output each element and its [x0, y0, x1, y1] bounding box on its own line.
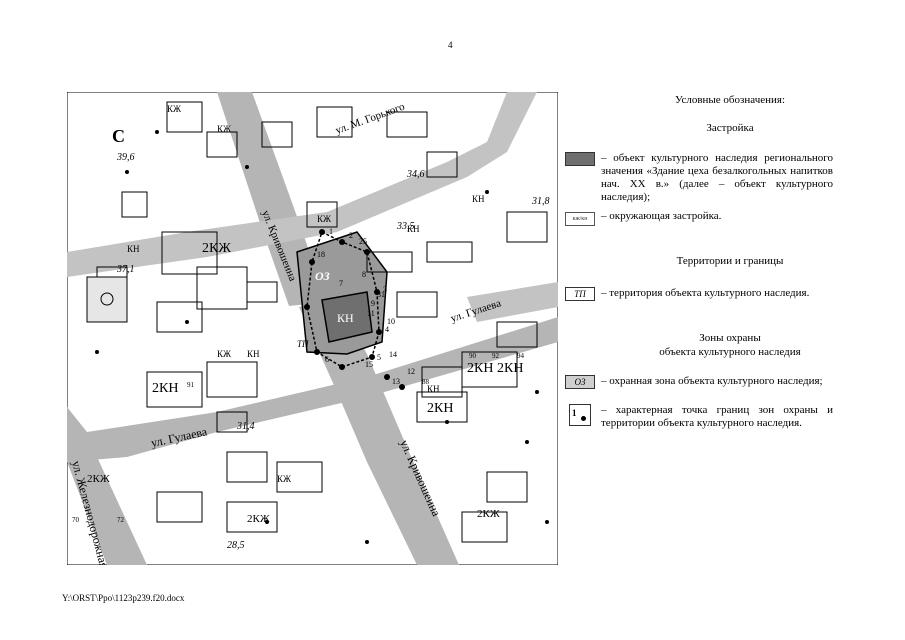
oz-label: ОЗ: [315, 269, 330, 283]
page-number: 4: [448, 40, 453, 50]
map-drawing: С 39,6 37,1 34,6 33,5 31,8 31,4 28,5 ул.…: [67, 92, 558, 565]
svg-text:92: 92: [492, 352, 500, 360]
svg-text:КЖ: КЖ: [217, 349, 232, 359]
protective-zone-swatch: ОЗ: [565, 375, 595, 389]
svg-text:91: 91: [187, 381, 195, 389]
boundary-points: [304, 229, 405, 390]
svg-text:5: 5: [377, 353, 381, 362]
svg-text:31: 31: [377, 290, 385, 299]
svg-text:28,5: 28,5: [227, 540, 245, 551]
svg-text:2КН: 2КН: [497, 361, 523, 376]
legend-title: Условные обозначения:: [674, 94, 786, 106]
boundary-point-swatch: 1: [569, 404, 591, 426]
svg-text:КН: КН: [407, 224, 420, 234]
svg-text:КЖ: КЖ: [277, 474, 292, 484]
svg-text:11: 11: [367, 309, 375, 318]
svg-text:2КН: 2КН: [152, 381, 178, 396]
svg-text:2КН: 2КН: [427, 401, 453, 416]
road-gulaeva: [67, 317, 558, 462]
environment-swatch: кж/кн: [565, 212, 595, 226]
svg-text:2КЖ: 2КЖ: [202, 241, 231, 256]
legend-section-zones: Зоны охраны: [699, 332, 761, 344]
file-path-footer: Y:\ORST\Ppo\1123p239.f20.docx: [62, 593, 185, 603]
svg-text:88: 88: [422, 378, 430, 386]
svg-text:33,5: 33,5: [396, 221, 415, 232]
kn-object-label: КН: [337, 311, 354, 325]
svg-text:4: 4: [385, 325, 389, 334]
road-gorkogo: [67, 92, 537, 277]
svg-text:37,1: 37,1: [116, 264, 135, 275]
svg-text:14: 14: [389, 350, 397, 359]
svg-text:31,4: 31,4: [236, 421, 255, 432]
svg-text:31,8: 31,8: [531, 196, 550, 207]
svg-text:39,6: 39,6: [116, 152, 135, 163]
svg-text:2КН: 2КН: [467, 361, 493, 376]
svg-text:КН: КН: [427, 384, 440, 394]
svg-text:12: 12: [407, 367, 415, 376]
heritage-object-swatch: [565, 152, 595, 166]
svg-text:2КЖ: 2КЖ: [87, 473, 110, 485]
survey-dots: [95, 130, 549, 544]
svg-text:КЖ: КЖ: [217, 124, 232, 134]
svg-text:70: 70: [72, 516, 80, 524]
svg-text:КН: КН: [247, 349, 260, 359]
svg-text:34,6: 34,6: [406, 169, 425, 180]
road-zheleznodorozhnaya: [67, 457, 147, 565]
svg-text:25: 25: [359, 237, 367, 246]
buildings: [96, 101, 548, 543]
svg-text:18: 18: [317, 250, 325, 259]
road-segment-east: [467, 282, 558, 322]
legend-section-territories: Территории и границы: [676, 255, 784, 267]
svg-text:13: 13: [392, 377, 400, 386]
svg-text:3: 3: [383, 285, 387, 294]
svg-text:9: 9: [371, 299, 375, 308]
point-dot-icon: [581, 416, 586, 421]
cadastral-map: С 39,6 37,1 34,6 33,5 31,8 31,4 28,5 ул.…: [67, 92, 558, 565]
svg-text:10: 10: [387, 317, 395, 326]
svg-text:КН: КН: [472, 194, 485, 204]
svg-text:1: 1: [329, 227, 333, 236]
heritage-object: [321, 291, 373, 343]
svg-text:2КЖ: 2КЖ: [247, 513, 270, 525]
svg-text:90: 90: [469, 352, 477, 360]
svg-text:2КЖ: 2КЖ: [477, 508, 500, 520]
legend-section-buildings: Застройка: [706, 122, 754, 134]
svg-text:8: 8: [362, 270, 366, 279]
svg-text:94: 94: [517, 352, 525, 360]
svg-text:ТП: ТП: [297, 339, 309, 349]
svg-text:7: 7: [339, 279, 343, 288]
svg-text:КН: КН: [127, 244, 140, 254]
svg-text:72: 72: [117, 516, 125, 524]
road-krivosheina-south: [299, 297, 459, 565]
territory-swatch: ТП: [565, 287, 595, 301]
svg-text:КЖ: КЖ: [317, 214, 332, 224]
svg-text:2: 2: [349, 231, 353, 240]
svg-text:КЖ: КЖ: [167, 104, 182, 114]
sports-field: [86, 276, 128, 323]
svg-text:6: 6: [325, 355, 329, 364]
svg-text:15: 15: [365, 360, 373, 369]
north-label: С: [112, 126, 125, 146]
